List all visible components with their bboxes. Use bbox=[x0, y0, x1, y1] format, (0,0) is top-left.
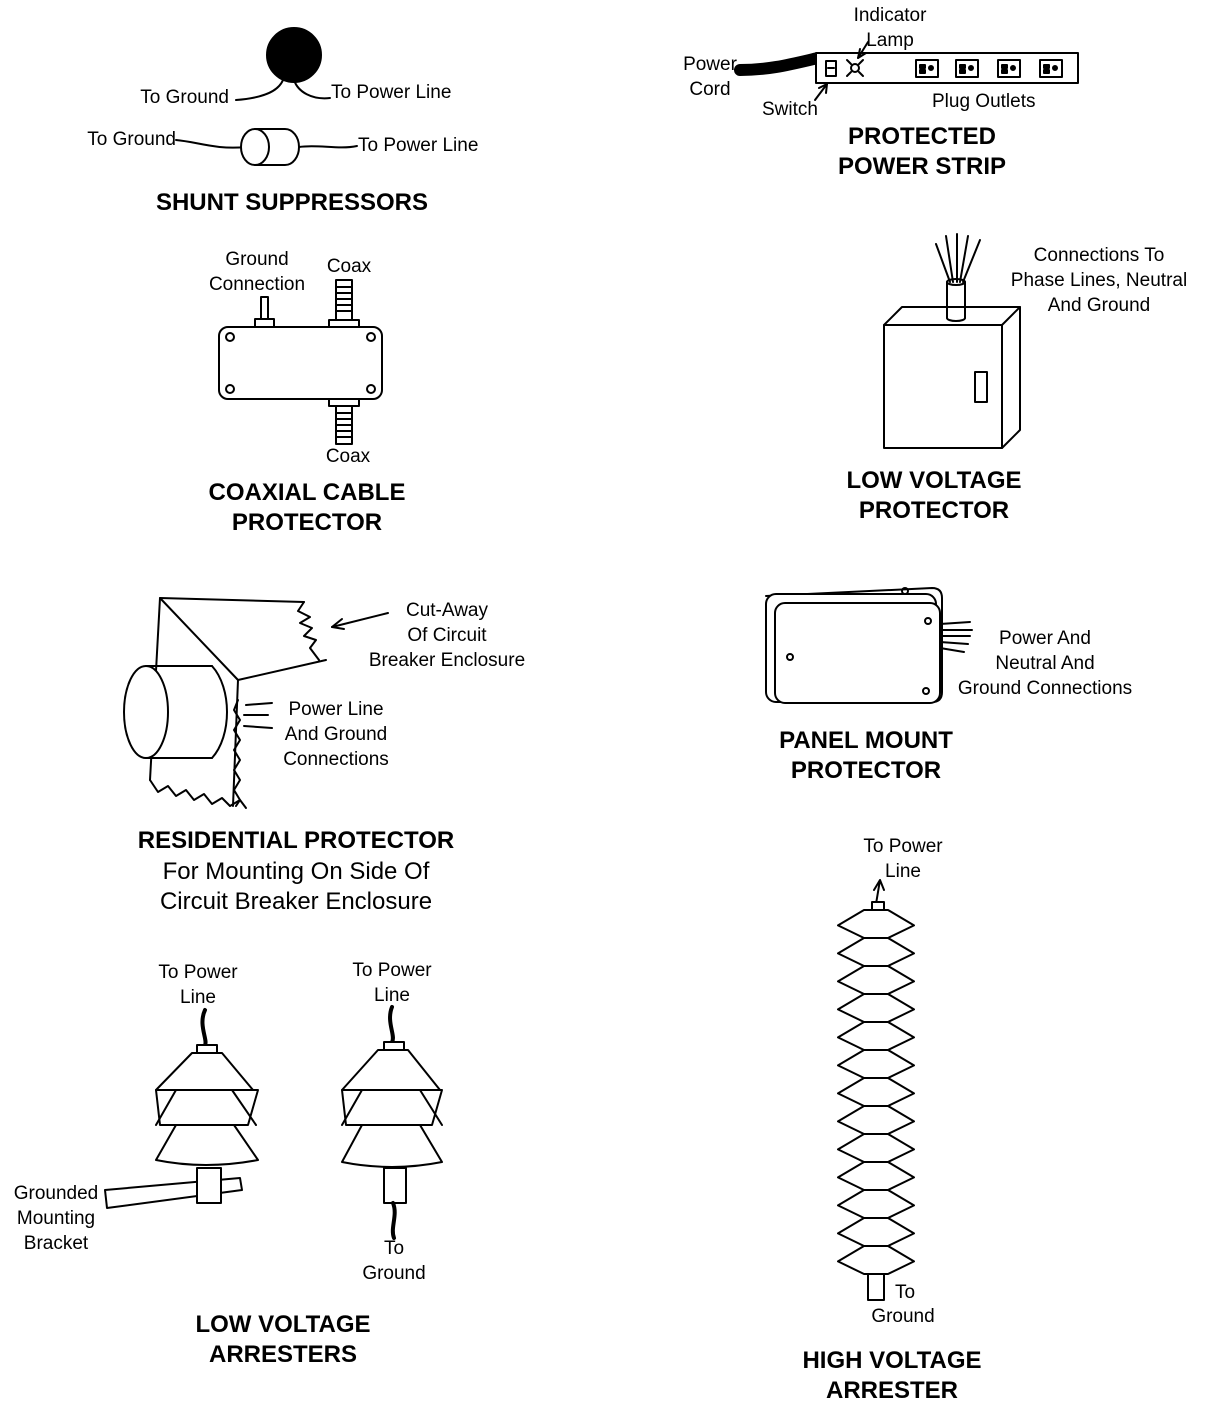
residential-subtitle-line-1: For Mounting On Side Of bbox=[160, 857, 432, 887]
lva-title-line-1: LOW VOLTAGE bbox=[195, 1310, 370, 1340]
hva-ground-label: Ground bbox=[871, 1304, 934, 1329]
coaxial-cable-protector bbox=[219, 280, 382, 444]
arrester-base bbox=[868, 1274, 884, 1300]
power-cord-line-2: Cord bbox=[683, 77, 737, 102]
panel-mount-connections-label: Power And Neutral And Ground Connections bbox=[958, 626, 1132, 701]
power-strip-title-line-2: POWER STRIP bbox=[838, 152, 1006, 182]
lv-connections-line-2: Phase Lines, Neutral bbox=[1011, 268, 1187, 293]
shunt-suppressors-title: SHUNT SUPPRESSORS bbox=[156, 188, 428, 218]
arrester-shed bbox=[838, 1190, 914, 1218]
shunt-to-ground-label-1: To Ground bbox=[140, 85, 229, 110]
indicator-lamp-label: Indicator Lamp bbox=[854, 3, 927, 53]
low-voltage-arrester-with-bracket bbox=[105, 1010, 258, 1208]
indicator-lamp-line-2: Lamp bbox=[854, 28, 927, 53]
coax-bottom-label: Coax bbox=[326, 444, 370, 469]
lva-title-line-2: ARRESTERS bbox=[195, 1340, 370, 1370]
ground-connection-label: Ground Connection bbox=[209, 247, 305, 297]
arrester-shed bbox=[838, 1218, 914, 1246]
shunt-to-ground-label-2: To Ground bbox=[87, 127, 176, 152]
coax-top-label: Coax bbox=[327, 254, 371, 279]
power-cord-line-1: Power bbox=[683, 52, 737, 77]
lva-left-power-line-2: Line bbox=[158, 985, 237, 1010]
cutaway-line-3: Breaker Enclosure bbox=[369, 648, 525, 673]
panel-mount-title-line-2: PROTECTOR bbox=[779, 756, 953, 786]
hva-power-line-label: To Power Line bbox=[863, 834, 942, 884]
indicator-lamp-line-1: Indicator bbox=[854, 3, 927, 28]
lv-connections-line-3: And Ground bbox=[1011, 293, 1187, 318]
arrester-shed bbox=[838, 1162, 914, 1190]
hva-power-line-2: Line bbox=[863, 859, 942, 884]
lva-to-ground-line-1: To bbox=[362, 1236, 425, 1261]
shunt-to-power-line-label-1: To Power Line bbox=[331, 80, 451, 105]
lva-left-power-line-label: To Power Line bbox=[158, 960, 237, 1010]
residential-power-line-2: And Ground bbox=[283, 722, 389, 747]
arrester-shed bbox=[838, 1022, 914, 1050]
power-cord-label: Power Cord bbox=[683, 52, 737, 102]
high-voltage-arrester bbox=[838, 880, 914, 1300]
lva-right-power-line-2: Line bbox=[352, 983, 431, 1008]
lva-right-power-line-1: To Power bbox=[352, 958, 431, 983]
residential-title: RESIDENTIAL PROTECTOR bbox=[138, 826, 454, 856]
lv-connections-line-1: Connections To bbox=[1011, 243, 1187, 268]
coax-title-line-1: COAXIAL CABLE bbox=[209, 478, 406, 508]
cutaway-line-1: Cut-Away bbox=[369, 598, 525, 623]
lv-protector-title: LOW VOLTAGE PROTECTOR bbox=[846, 466, 1021, 526]
ground-connection-line-2: Connection bbox=[209, 272, 305, 297]
grounded-bracket-label: Grounded Mounting Bracket bbox=[14, 1181, 99, 1256]
ground-connection-line-1: Ground bbox=[209, 247, 305, 272]
lva-right-power-line-label: To Power Line bbox=[352, 958, 431, 1008]
cutaway-line-2: Of Circuit bbox=[369, 623, 525, 648]
arrester-shed bbox=[838, 1050, 914, 1078]
switch-label: Switch bbox=[762, 97, 818, 122]
panel-connections-line-1: Power And bbox=[958, 626, 1132, 651]
low-voltage-protector-box bbox=[884, 234, 1020, 448]
power-strip-title-line-1: PROTECTED bbox=[838, 122, 1006, 152]
arrester-shed bbox=[838, 1106, 914, 1134]
coax-title-line-2: PROTECTOR bbox=[209, 508, 406, 538]
residential-power-line-3: Connections bbox=[283, 747, 389, 772]
power-strip-title: PROTECTED POWER STRIP bbox=[838, 122, 1006, 182]
panel-connections-line-3: Ground Connections bbox=[958, 676, 1132, 701]
arrester-shed bbox=[838, 1078, 914, 1106]
residential-power-line-1: Power Line bbox=[283, 697, 389, 722]
coax-title: COAXIAL CABLE PROTECTOR bbox=[209, 478, 406, 538]
shunt-suppressor-disc bbox=[236, 28, 330, 100]
panel-mount-protector bbox=[766, 588, 972, 703]
lva-to-ground-line-2: Ground bbox=[362, 1261, 425, 1286]
low-voltage-arrester bbox=[342, 1007, 442, 1238]
lva-to-ground-label: To Ground bbox=[362, 1236, 425, 1286]
cutaway-label: Cut-Away Of Circuit Breaker Enclosure bbox=[369, 598, 525, 673]
arrester-shed bbox=[838, 910, 914, 938]
lv-protector-connections-label: Connections To Phase Lines, Neutral And … bbox=[1011, 243, 1187, 318]
hva-power-line-1: To Power bbox=[863, 834, 942, 859]
arrester-shed bbox=[838, 1246, 914, 1274]
grounded-bracket-line-1: Grounded bbox=[14, 1181, 99, 1206]
lv-protector-title-line-1: LOW VOLTAGE bbox=[846, 466, 1021, 496]
plug-outlets-label: Plug Outlets bbox=[932, 89, 1036, 114]
shunt-to-power-line-label-2: To Power Line bbox=[358, 133, 478, 158]
arrester-shed bbox=[838, 1134, 914, 1162]
hva-title-line-1: HIGH VOLTAGE bbox=[802, 1346, 981, 1376]
lv-protector-title-line-2: PROTECTOR bbox=[846, 496, 1021, 526]
hva-title-line-2: ARRESTER bbox=[802, 1376, 981, 1406]
arrester-shed bbox=[838, 966, 914, 994]
residential-power-line-label: Power Line And Ground Connections bbox=[283, 697, 389, 772]
grounded-bracket-line-2: Mounting bbox=[14, 1206, 99, 1231]
residential-subtitle-line-2: Circuit Breaker Enclosure bbox=[160, 887, 432, 917]
panel-connections-line-2: Neutral And bbox=[958, 651, 1132, 676]
lva-title: LOW VOLTAGE ARRESTERS bbox=[195, 1310, 370, 1370]
arrester-shed bbox=[838, 938, 914, 966]
lva-left-power-line-1: To Power bbox=[158, 960, 237, 985]
panel-mount-title: PANEL MOUNT PROTECTOR bbox=[779, 726, 953, 786]
arrester-shed bbox=[838, 994, 914, 1022]
residential-subtitle: For Mounting On Side Of Circuit Breaker … bbox=[160, 857, 432, 917]
grounded-bracket-line-3: Bracket bbox=[14, 1231, 99, 1256]
shunt-suppressor-cylinder bbox=[176, 129, 357, 165]
panel-mount-title-line-1: PANEL MOUNT bbox=[779, 726, 953, 756]
hva-to-label: To bbox=[895, 1280, 915, 1305]
hva-title: HIGH VOLTAGE ARRESTER bbox=[802, 1346, 981, 1406]
